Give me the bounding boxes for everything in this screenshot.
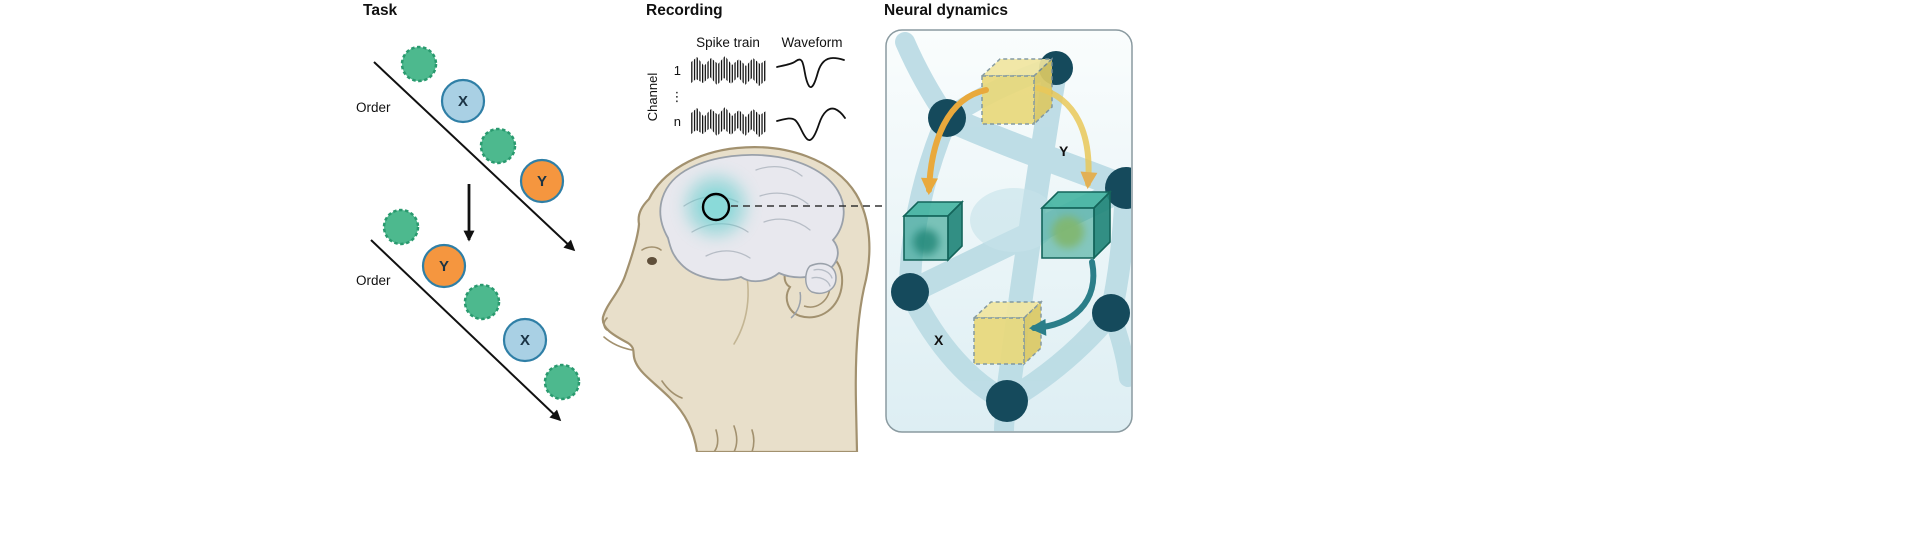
channel-n-tick: n (674, 114, 681, 129)
monkey-head-illustration (601, 146, 871, 452)
distractor-circle (463, 283, 501, 321)
spike-train-channel-1 (690, 56, 766, 86)
neural-state-label-y: Y (1059, 143, 1069, 159)
distractor-circle (479, 127, 517, 165)
recording-title: Recording (646, 2, 723, 19)
distractor-circle (400, 45, 438, 83)
stimulus-circle-x-seq1: X (440, 78, 486, 124)
neural-dynamics-title: Neural dynamics (884, 2, 1008, 19)
order-arrow-sequence-1 (373, 61, 576, 252)
neural-state-label-x: X (934, 332, 944, 348)
cerebellum-hatch (813, 268, 833, 279)
channel-1-tick: 1 (674, 63, 681, 78)
order-label-1: Order (356, 100, 391, 115)
fur-stroke (713, 429, 719, 452)
stimulus-circle-x-seq2: X (502, 317, 548, 363)
network-node (1092, 294, 1130, 332)
neural-panel-content: Y X (891, 32, 1131, 431)
network-edge (934, 105, 1131, 201)
spike-train-channel-n (690, 107, 766, 137)
cube-front-face (981, 75, 1035, 125)
stimulus-circle-y-seq2: Y (421, 243, 467, 289)
network-node (1105, 167, 1131, 209)
order-arrow-sequence-2 (370, 239, 562, 422)
transition-arrow-teal (1028, 259, 1097, 336)
task-title: Task (363, 2, 398, 19)
stimulus-y-letter: Y (537, 173, 547, 190)
fur-stroke (751, 429, 755, 452)
sulcus-line (705, 250, 751, 259)
stimulus-circle-y-seq1: Y (519, 158, 565, 204)
state-cube-green-left (902, 200, 964, 262)
stimulus-circle-x (440, 78, 486, 124)
channel-axis-label: Channel (645, 73, 660, 122)
stimulus-y-letter: Y (439, 258, 449, 275)
stimulus-circle-x (502, 317, 548, 363)
distractor-circle (382, 208, 420, 246)
waveform-channel-1 (776, 57, 845, 88)
brow-line (641, 246, 662, 251)
stimulus-x-letter: X (520, 332, 530, 349)
fur-stroke (733, 425, 738, 452)
spike-train-label: Spike train (696, 35, 760, 50)
recording-panel: Recording Spike train Waveform Channel 1… (645, 2, 846, 141)
stimulus-circle-y (421, 243, 467, 289)
order-label-2: Order (356, 273, 391, 288)
stimulus-x-letter: X (458, 93, 468, 110)
sulcus-line (763, 218, 811, 231)
chin-fur-stroke (661, 380, 683, 399)
brain-illustration (659, 154, 845, 283)
cube-front-face (903, 215, 949, 261)
waveform-label: Waveform (781, 35, 842, 50)
transition-arrow-yellow-right (1035, 85, 1098, 190)
network-node (891, 273, 929, 311)
recording-site-marker (701, 192, 731, 222)
sulcus-line (755, 165, 803, 177)
state-cube-green-right (1040, 190, 1112, 260)
network-node (986, 380, 1028, 422)
brainstem-line (790, 291, 802, 319)
state-cube-yellow-top (980, 57, 1054, 126)
state-cube-yellow-bottom (972, 300, 1043, 366)
task-panel: Task Order X Y Order Y X (356, 2, 581, 422)
sulcus-line (759, 192, 809, 205)
monkey-face-details (603, 246, 755, 452)
stimulus-circle-y (519, 158, 565, 204)
waveform-channel-n (776, 107, 846, 141)
distractor-circle (543, 363, 581, 401)
cube-front-face (973, 317, 1025, 365)
cube-front-face (1041, 207, 1095, 259)
manifold-center-blob (970, 188, 1058, 252)
cerebellum-hatch (811, 276, 831, 287)
transition-arrow-yellow-left (920, 87, 989, 196)
channel-ellipsis: ⋮ (671, 89, 684, 104)
nostril-line (603, 317, 608, 331)
mouth-line (603, 336, 633, 351)
cube-top-face (980, 58, 1054, 77)
neural-dynamics-panel: Neural dynamics (884, 2, 1133, 433)
monkey-eye (647, 257, 657, 265)
